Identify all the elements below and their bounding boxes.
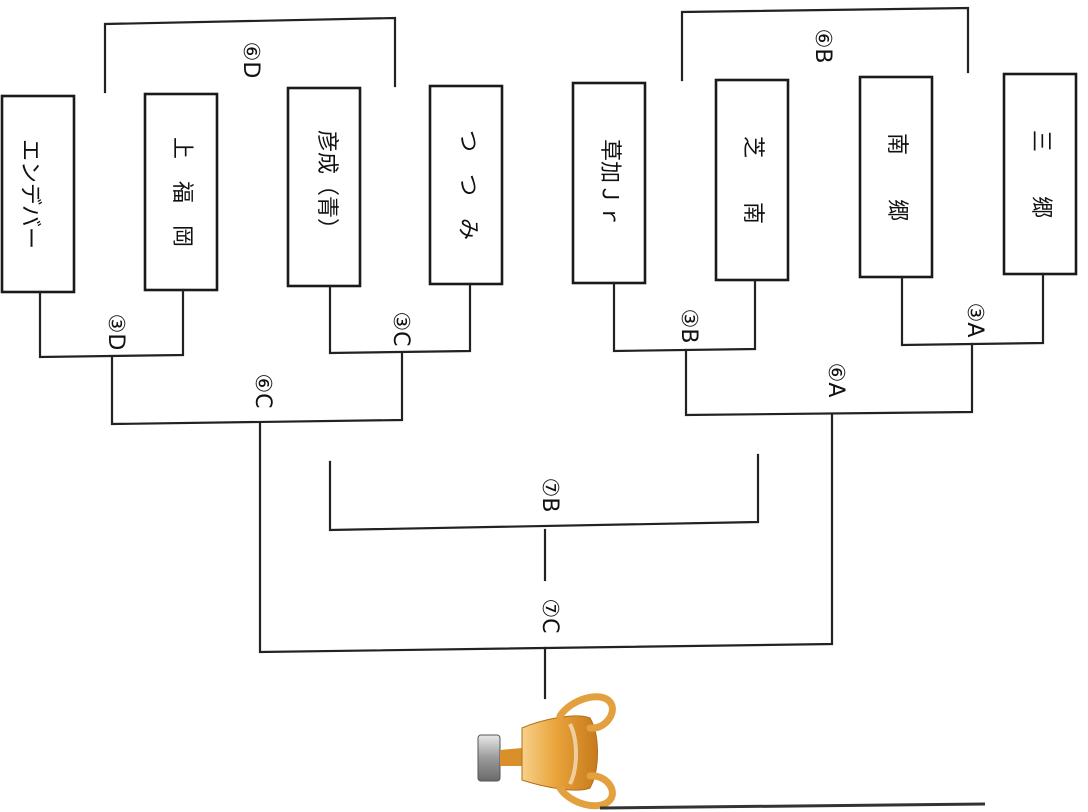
match-label-3D: ③D: [103, 314, 128, 351]
bracket-line-6B: [680, 6, 970, 82]
team-box-hikonari: 彦成（青）: [286, 86, 362, 288]
team-name-kamifukuoka: 上 福 岡: [169, 137, 194, 247]
match-label-3C: ③C: [388, 311, 413, 346]
team-box-kamifukuoka: 上 福 岡: [143, 92, 219, 292]
bracket-line-3C: [328, 282, 472, 355]
team-name-tsutsumi: つ つ み: [455, 130, 480, 240]
floor-line: [599, 802, 986, 810]
match-label-6A: ⑥A: [823, 363, 848, 398]
match-label-6C: ⑥C: [250, 373, 275, 408]
match-label-7C: ⑦C: [537, 598, 562, 633]
team-name-hikonari: 彦成（青）: [314, 130, 339, 240]
match-label-6D: ⑥D: [238, 42, 263, 79]
team-box-tsutsumi: つ つ み: [428, 84, 504, 286]
match-label-3A: ③A: [962, 303, 987, 338]
team-name-shibaminami: 芝 南: [740, 136, 765, 224]
bracket-line-3B: [612, 278, 757, 353]
team-box-shibaminami: 芝 南: [714, 78, 790, 282]
team-box-endeavor: エンデバー: [0, 94, 76, 294]
team-box-nango: 南 郷: [858, 75, 934, 279]
bracket-line-6D: [103, 16, 397, 94]
team-name-endeavor: エンデバー: [17, 139, 42, 249]
team-box-soka: 草加Ｊｒ: [571, 81, 647, 285]
team-name-sango: 三 郷: [1028, 130, 1053, 218]
bracket-line-6A: [684, 342, 974, 417]
match-label-7B: ⑦B: [537, 478, 562, 513]
match-label-3B: ③B: [676, 309, 701, 344]
team-box-sango: 三 郷: [1002, 72, 1078, 276]
trophy-icon: [477, 693, 616, 810]
bracket-line-7B: [328, 453, 760, 582]
bracket-line-6C: [110, 351, 404, 426]
bracket-line-7C: [258, 413, 834, 700]
match-label-6B: ⑥B: [810, 29, 835, 64]
team-name-soka: 草加Ｊｒ: [597, 139, 622, 227]
team-name-nango: 南 郷: [884, 133, 909, 221]
